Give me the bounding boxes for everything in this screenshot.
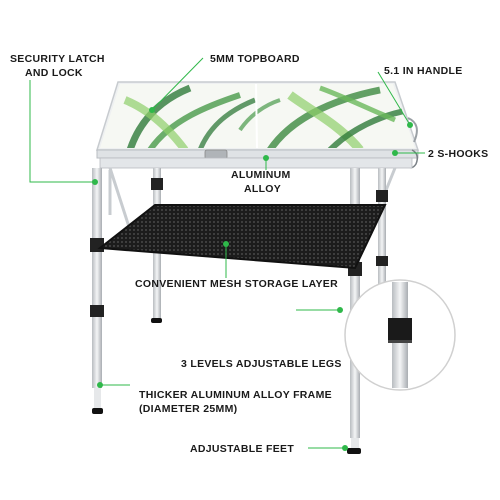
frame-label-line2: (DIAMETER 25MM) — [139, 403, 238, 415]
callout-dot-hooks — [392, 150, 398, 156]
hooks-label: 2 S-HOOKS — [428, 148, 489, 160]
latch-label-line2: AND LOCK — [25, 67, 83, 79]
handle-label: 5.1 IN HANDLE — [384, 65, 463, 77]
callout-dot-latch — [92, 179, 98, 185]
alloy-label-line1: ALUMINUM — [231, 169, 291, 181]
topboard-label: 5MM TOPBOARD — [210, 53, 300, 65]
feet-label: ADJUSTABLE FEET — [190, 443, 295, 455]
frame-label-line1: THICKER ALUMINUM ALLOY FRAME — [139, 389, 332, 401]
latch-label-line1: SECURITY LATCH — [10, 53, 105, 65]
callout-dot-frame — [97, 382, 103, 388]
callout-dot-alloy — [263, 155, 269, 161]
callout-dot-topboard — [149, 107, 155, 113]
alloy-label-line2: ALLOY — [244, 183, 282, 195]
callout-dot-legs — [337, 307, 343, 313]
mesh-storage-layer — [97, 204, 387, 270]
legs-label: 3 LEVELS ADJUSTABLE LEGS — [181, 358, 342, 370]
callout-dot-mesh — [223, 241, 229, 247]
mesh-label: CONVENIENT MESH STORAGE LAYER — [135, 278, 338, 290]
callout-lines — [29, 57, 425, 449]
callout-dot-handle — [407, 122, 413, 128]
callout-dots — [92, 107, 413, 451]
topboard — [95, 81, 420, 169]
leg-lock-detail — [344, 279, 456, 391]
callout-dot-feet — [342, 445, 348, 451]
